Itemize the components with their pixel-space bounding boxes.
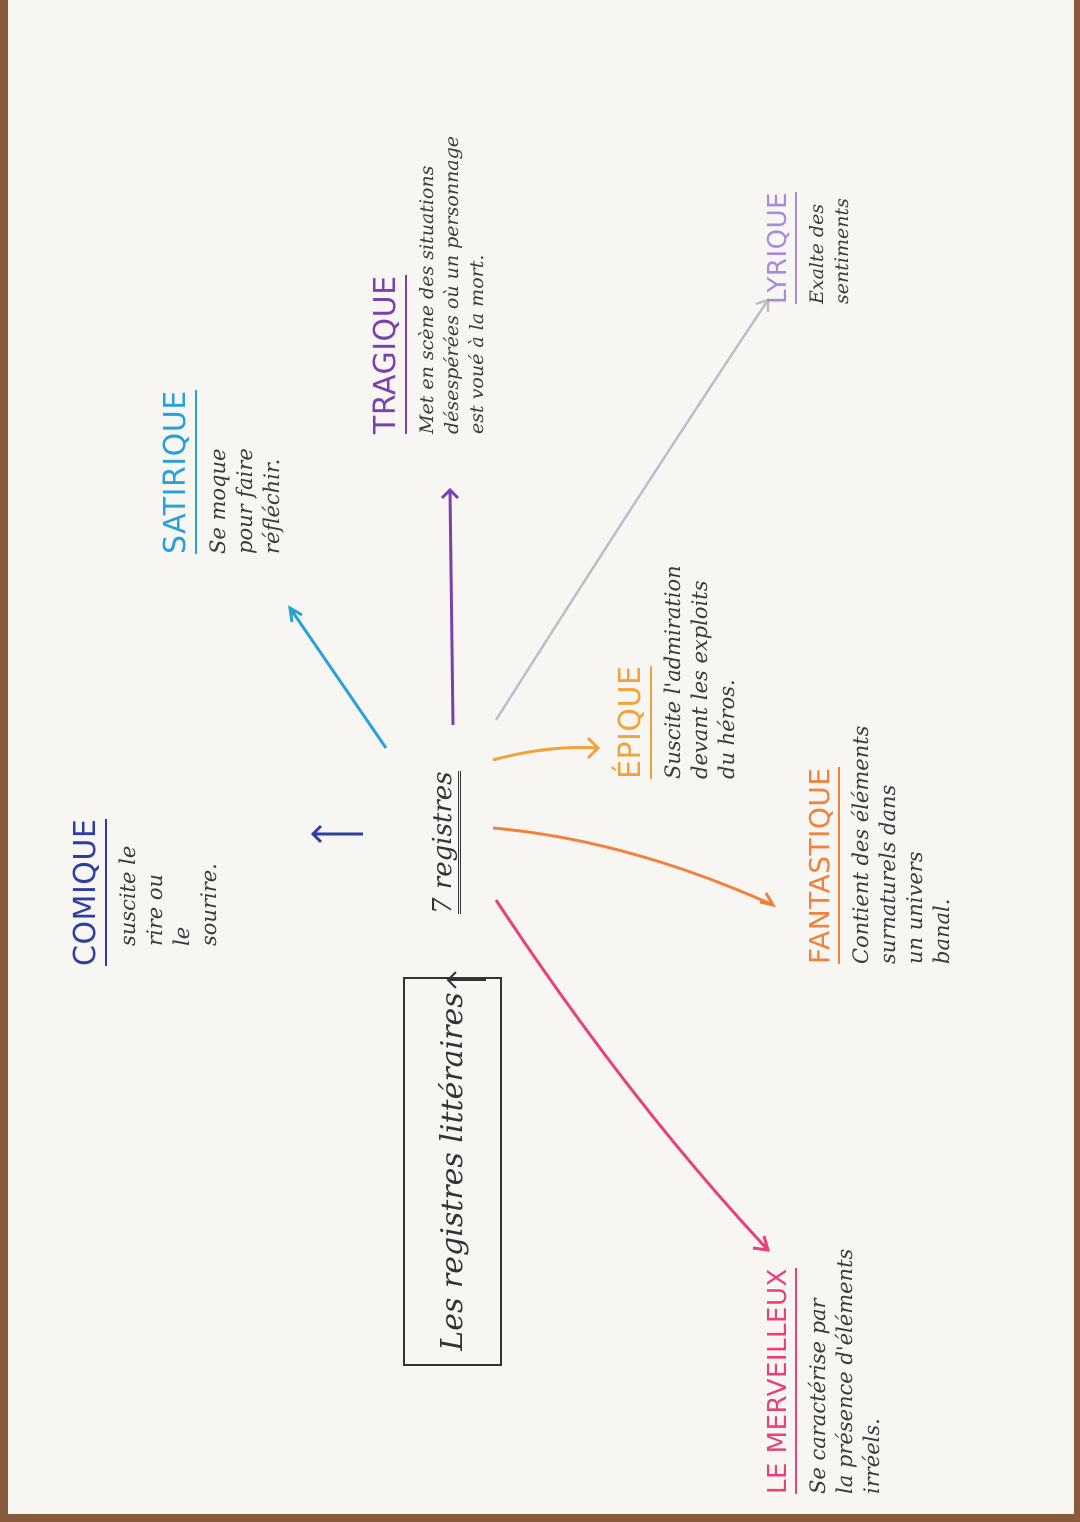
desc-epique: Suscite l'admiration devant les exploits… [661,565,739,779]
title-satirique: SATIRIQUE [158,390,197,554]
center-label: Les registres littéraires [435,992,470,1351]
paper-sheet: Les registres littéraires 7 registres CO… [8,0,1074,1514]
desc-satirique: Se moque pour faire réfléchir. [206,448,284,554]
arrow-satirique [288,605,388,749]
title-comique: COMIQUE [68,818,107,966]
hub-label: 7 registres [428,771,461,914]
node-fantastique: FANTASTIQUE Contient des éléments surnat… [803,726,956,964]
node-merveilleux: LE MERVEILLEUX Se caractérise par la pré… [763,1249,886,1494]
node-satirique: SATIRIQUE Se moque pour faire réfléchir. [158,390,286,554]
arrow-box-to-hub-head [446,971,457,989]
arrow-epique [492,736,601,762]
title-epique: ÉPIQUE [613,665,652,779]
diagram-stage: Les registres littéraires 7 registres CO… [8,0,1074,1514]
arrow-lyrique [494,298,770,721]
arrow-comique [310,824,363,844]
desc-lyrique: Exalte des sentiments [806,198,853,304]
desc-tragique: Met en scène des situations désespérées … [416,135,488,434]
arrow-tragique [440,487,460,726]
title-tragique: TRAGIQUE [368,275,407,434]
desc-comique: suscite le rire ou le sourire. [116,845,221,946]
node-comique: COMIQUE suscite le rire ou le sourire. [68,818,223,966]
arrow-layer [288,298,777,1252]
node-epique: ÉPIQUE Suscite l'admiration devant les e… [613,565,741,779]
desc-fantastique: Contient des éléments surnaturels dans u… [849,725,954,964]
title-merveilleux: LE MERVEILLEUX [763,1268,797,1494]
title-fantastique: FANTASTIQUE [803,767,840,964]
node-tragique: TRAGIQUE Met en scène des situations dés… [368,136,490,434]
arrow-merveilleux [494,899,771,1252]
node-lyrique: LYRIQUE Exalte des sentiments [763,191,855,304]
desc-merveilleux: Se caractérise par la présence d'élément… [806,1248,884,1494]
title-lyrique: LYRIQUE [763,191,797,304]
arrow-fantastique [492,826,777,908]
center-box: Les registres littéraires [403,977,502,1366]
